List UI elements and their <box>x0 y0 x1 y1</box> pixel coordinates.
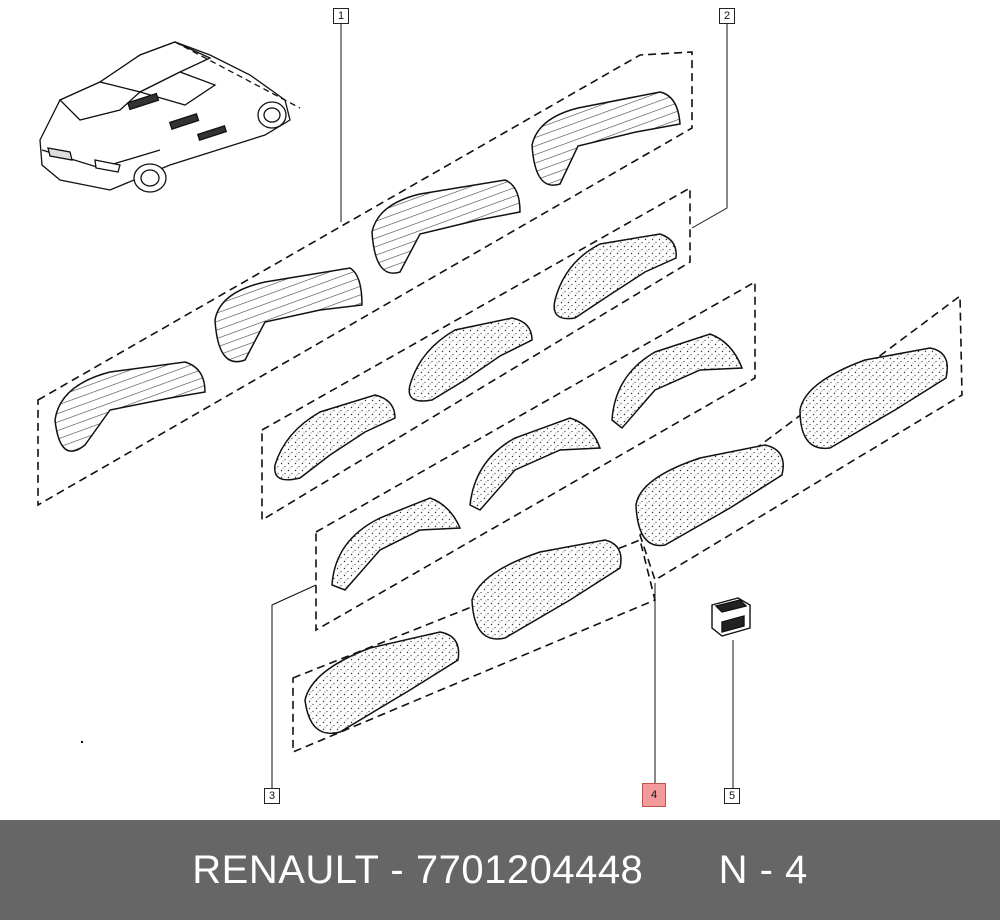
group-2-frame <box>261 186 691 522</box>
group-3-parts <box>304 333 744 734</box>
group-4-parts <box>635 347 948 547</box>
callout-2: 2 <box>719 8 735 24</box>
part-number: 7701204448 <box>415 847 644 892</box>
group-1-parts <box>54 91 681 452</box>
position-label: N - 4 <box>718 847 808 892</box>
footer-caption: RENAULT - 7701204448 N - 4 <box>192 848 808 893</box>
callout-3: 3 <box>264 788 280 804</box>
callout-1: 1 <box>333 8 349 24</box>
group-3-frame <box>315 280 756 632</box>
callout-5: 5 <box>724 788 740 804</box>
switch-part-5 <box>711 597 751 637</box>
brand-name: RENAULT <box>192 847 379 892</box>
car-illustration <box>39 41 301 193</box>
callout-4-highlighted: 4 <box>642 783 666 807</box>
footer-separator: - <box>390 847 405 892</box>
group-2-parts <box>273 233 677 481</box>
group-4-frame <box>639 294 963 582</box>
group-1-frame <box>37 51 693 507</box>
footer-bar: RENAULT - 7701204448 N - 4 <box>0 820 1000 920</box>
exploded-parts-diagram <box>37 24 963 788</box>
